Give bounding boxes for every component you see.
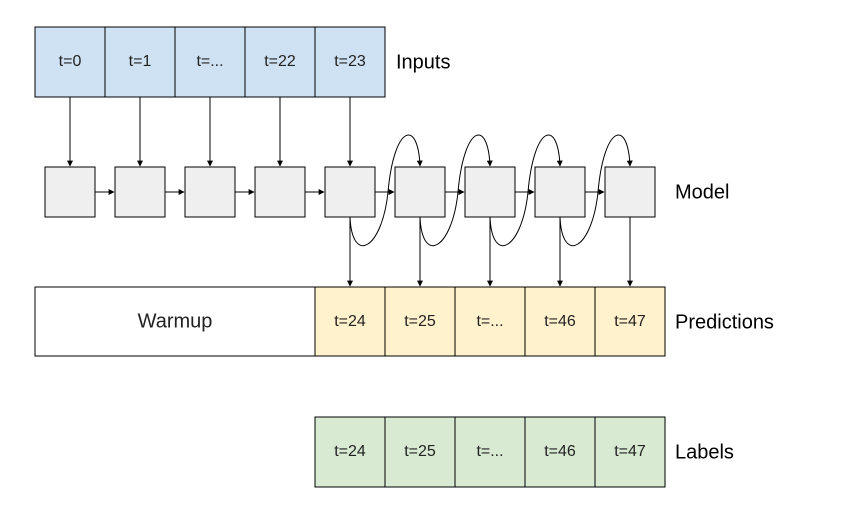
inputs-row-label: Inputs (396, 51, 450, 73)
prediction-cell-label: t=25 (404, 313, 436, 330)
warmup-label: Warmup (138, 310, 213, 332)
warmup-cell (34, 286, 316, 357)
model-cell (604, 166, 656, 218)
model-cell (464, 166, 516, 218)
predictions-row-label: Predictions (675, 311, 774, 333)
input-cell-label: t=22 (264, 53, 296, 70)
label-cell (384, 416, 456, 488)
model-row (44, 166, 656, 218)
model-cell (324, 166, 376, 218)
prediction-cell (524, 286, 596, 357)
input-cell (244, 26, 316, 98)
model-cell (184, 166, 236, 218)
prediction-cell-label: t=47 (614, 313, 646, 330)
feedback-loops (349, 134, 633, 247)
model-cell (254, 166, 306, 218)
label-cell (314, 416, 386, 488)
prediction-cell-label: t=24 (334, 313, 366, 330)
labels-row: t=24 t=25 t=... t=46 t=47 (314, 416, 666, 488)
model-to-prediction-arrows (347, 217, 633, 287)
label-cell-label: t=47 (614, 443, 646, 460)
prediction-cell-label: t=... (476, 313, 503, 330)
label-cell-label: t=46 (544, 443, 576, 460)
inputs-row: t=0 t=1 t=... t=22 t=23 (34, 26, 386, 98)
label-cell (524, 416, 596, 488)
input-cell-label: t=23 (334, 53, 366, 70)
model-row-label: Model (675, 181, 729, 203)
prediction-cell (594, 286, 666, 357)
input-cell (174, 26, 246, 98)
prediction-cell (314, 286, 386, 357)
label-cell (594, 416, 666, 488)
model-cell (394, 166, 446, 218)
label-cell (454, 416, 526, 488)
input-to-model-arrows (67, 97, 353, 167)
input-cell (104, 26, 176, 98)
model-cell (44, 166, 96, 218)
input-cell-label: t=0 (59, 53, 82, 70)
labels-row-label: Labels (675, 441, 734, 463)
input-cell-label: t=1 (129, 53, 152, 70)
prediction-cell-label: t=46 (544, 313, 576, 330)
prediction-cell (384, 286, 456, 357)
label-cell-label: t=24 (334, 443, 366, 460)
label-cell-label: t=25 (404, 443, 436, 460)
predictions-row: Warmup t=24 t=25 t=... t=46 t=47 (34, 286, 666, 357)
model-cell (534, 166, 586, 218)
input-cell-label: t=... (196, 53, 223, 70)
label-cell-label: t=... (476, 443, 503, 460)
input-cell (34, 26, 106, 98)
model-cell (114, 166, 166, 218)
